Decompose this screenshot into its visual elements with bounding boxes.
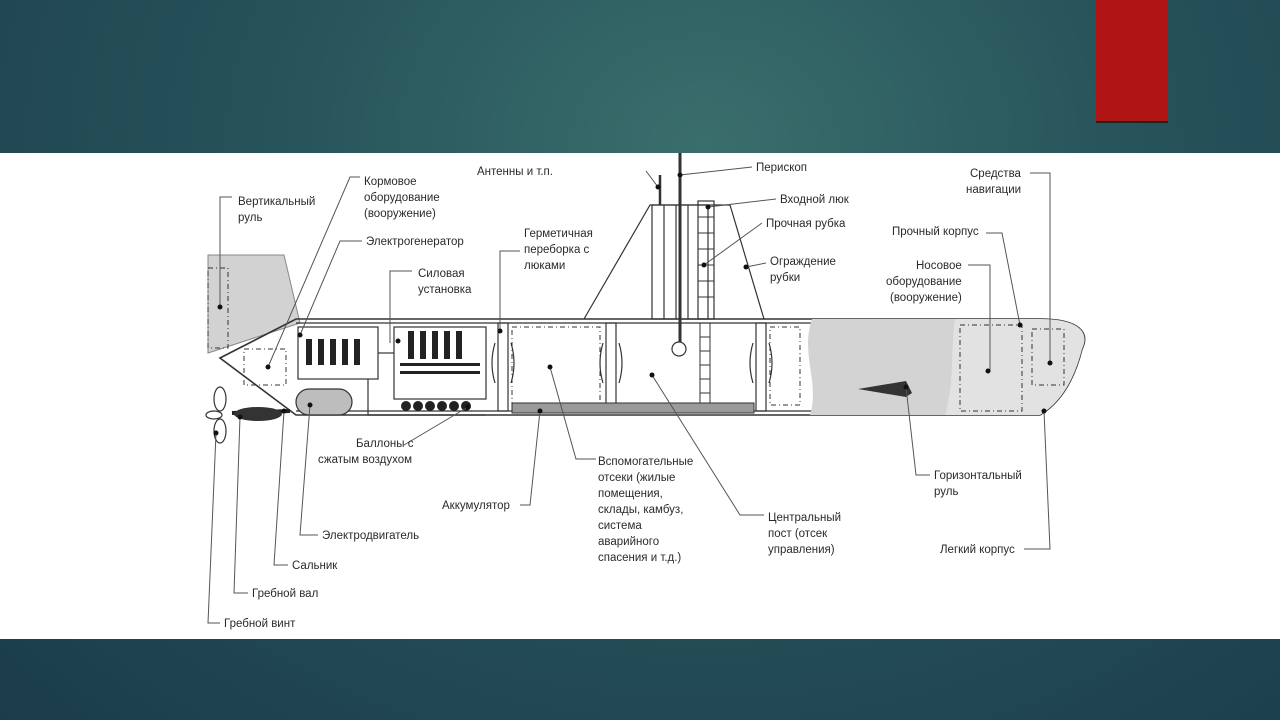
label-central-post: Центральный пост (отсек управления) xyxy=(768,512,844,556)
tower-fence xyxy=(583,204,765,320)
air-tank xyxy=(295,388,353,416)
label-navigation: Средства навигации xyxy=(966,168,1024,196)
generator-bars xyxy=(306,339,360,365)
horizontal-rudder xyxy=(858,381,912,397)
aux-compartment-dash-2 xyxy=(769,326,801,406)
accent-block xyxy=(1096,0,1168,123)
label-pressure-hull: Прочный корпус xyxy=(892,226,979,238)
power-plant-bars xyxy=(400,331,480,374)
label-gland: Сальник xyxy=(292,560,338,572)
motor-housing xyxy=(234,407,282,421)
label-bow-equipment: Носовое оборудование (вооружение) xyxy=(886,260,965,304)
entry-hatch-tube xyxy=(697,200,715,320)
label-pressure-tower: Прочная рубка xyxy=(766,218,846,230)
label-power-plant: Силовая установка xyxy=(418,268,472,296)
bow-gray-area xyxy=(800,319,960,415)
label-horizontal-rudder: Горизонтальный руль xyxy=(934,470,1025,498)
label-propeller: Гребной винт xyxy=(224,618,296,630)
label-light-hull: Легкий корпус xyxy=(940,544,1015,556)
ladder-rungs xyxy=(698,216,714,403)
propeller xyxy=(205,386,227,444)
label-tower-fence: Ограждение рубки xyxy=(770,256,839,284)
label-entry-hatch: Входной люк xyxy=(780,194,850,206)
stern-equipment-dash xyxy=(243,348,287,386)
vertical-rudder-shape xyxy=(207,254,301,354)
submarine-diagram: Вертикальный руль Кормовое оборудование … xyxy=(205,153,1086,630)
periscope-base xyxy=(671,341,687,357)
air-balloons xyxy=(401,401,471,411)
labels: Вертикальный руль Кормовое оборудование … xyxy=(224,162,1025,630)
label-aux-compartments: Вспомогательные отсеки (жилые помещения,… xyxy=(598,456,697,564)
engine-room-frame xyxy=(367,379,486,416)
label-shaft: Гребной вал xyxy=(252,588,318,600)
label-battery: Аккумулятор xyxy=(442,500,510,512)
power-plant-box xyxy=(393,326,487,400)
bow-equipment-dash xyxy=(959,324,1023,412)
aux-compartment-dash xyxy=(511,326,601,406)
diagram-panel: Вертикальный руль Кормовое оборудование … xyxy=(0,153,1280,639)
battery-bar xyxy=(511,402,755,414)
label-periscope: Перископ xyxy=(756,162,807,174)
label-bulkhead: Герметичная переборка с люками xyxy=(524,228,596,272)
vertical-rudder-dash xyxy=(207,267,229,349)
label-vertical-rudder: Вертикальный руль xyxy=(238,196,319,224)
label-air-tanks: Баллоны с сжатым воздухом xyxy=(318,438,417,466)
label-stern-equipment: Кормовое оборудование (вооружение) xyxy=(364,176,443,220)
label-antennas: Антенны и т.п. xyxy=(477,166,553,178)
bow-nav-dash xyxy=(1031,328,1065,386)
bulkheads xyxy=(491,322,773,412)
leader-lines xyxy=(207,166,1053,624)
label-motor: Электродвигатель xyxy=(322,530,419,542)
submarine-drawing xyxy=(205,153,1086,444)
label-generator: Электрогенератор xyxy=(366,236,464,248)
